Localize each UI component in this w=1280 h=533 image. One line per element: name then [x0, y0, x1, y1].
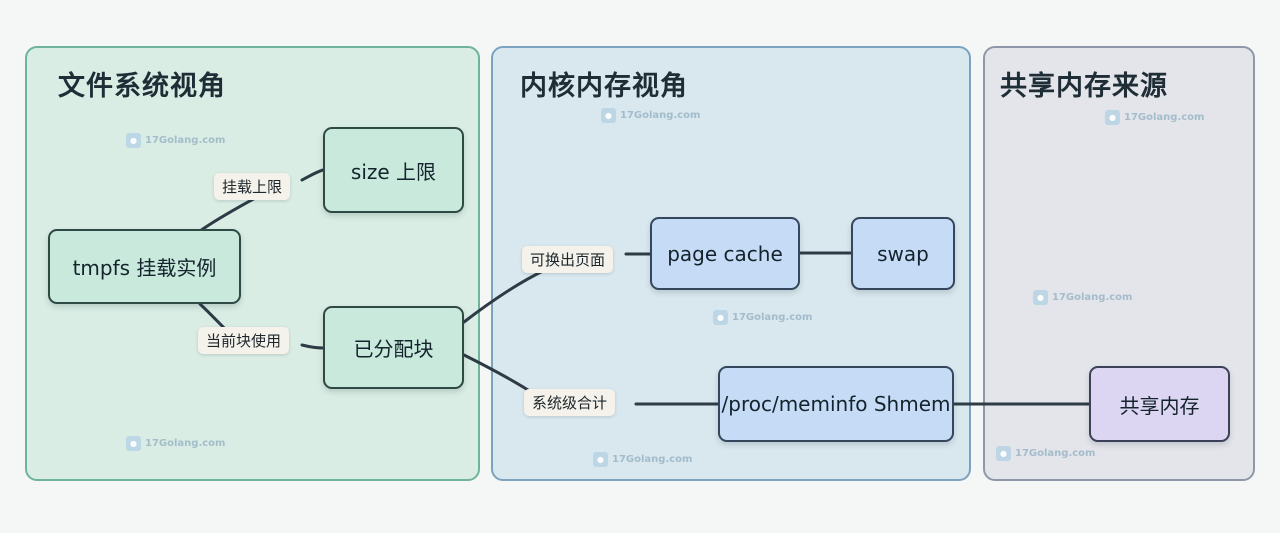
- edge-label-system-total: 系统级合计: [524, 389, 616, 416]
- gopher-logo-icon: ●: [1105, 110, 1120, 125]
- watermark: ● 17Golang.com: [713, 310, 812, 325]
- gopher-logo-icon: ●: [593, 452, 608, 467]
- watermark: ● 17Golang.com: [126, 133, 225, 148]
- gopher-logo-icon: ●: [996, 446, 1011, 461]
- shared-memory-panel-title: 共享内存来源: [1000, 71, 1168, 102]
- gopher-logo-icon: ●: [713, 310, 728, 325]
- allocated-blocks-node: 已分配块: [323, 306, 464, 389]
- watermark-text: 17Golang.com: [1015, 448, 1096, 459]
- edge-allocated-to-proc-shmem: [462, 353, 720, 406]
- proc-meminfo-shmem-node: /proc/meminfo Shmem: [718, 366, 954, 442]
- watermark-text: 17Golang.com: [1124, 112, 1205, 123]
- watermark-text: 17Golang.com: [1052, 292, 1133, 303]
- tmpfs-mount-node: tmpfs 挂载实例: [48, 229, 241, 304]
- watermark: ● 17Golang.com: [126, 436, 225, 451]
- watermark: ● 17Golang.com: [1105, 110, 1204, 125]
- edge-label-current-usage: 当前块使用: [198, 327, 290, 354]
- swap-node: swap: [851, 217, 955, 290]
- watermark-text: 17Golang.com: [732, 312, 813, 323]
- page-cache-node: page cache: [650, 217, 800, 290]
- watermark-text: 17Golang.com: [620, 110, 701, 121]
- size-limit-node: size 上限: [323, 127, 464, 213]
- edge-label-mount-limit: 挂载上限: [214, 173, 291, 200]
- gopher-logo-icon: ●: [601, 108, 616, 123]
- watermark-text: 17Golang.com: [145, 438, 226, 449]
- kernel-memory-panel-title: 内核内存视角: [520, 71, 688, 102]
- gopher-logo-icon: ●: [126, 436, 141, 451]
- watermark-text: 17Golang.com: [145, 135, 226, 146]
- edge-allocated-to-page-cache: [462, 252, 652, 324]
- watermark: ● 17Golang.com: [996, 446, 1095, 461]
- shared-memory-node: 共享内存: [1089, 366, 1230, 442]
- watermark: ● 17Golang.com: [1033, 290, 1132, 305]
- watermark: ● 17Golang.com: [601, 108, 700, 123]
- edge-label-swappable-pages: 可换出页面: [522, 246, 614, 273]
- gopher-logo-icon: ●: [1033, 290, 1048, 305]
- watermark-text: 17Golang.com: [612, 454, 693, 465]
- gopher-logo-icon: ●: [126, 133, 141, 148]
- watermark: ● 17Golang.com: [593, 452, 692, 467]
- filesystem-panel-title: 文件系统视角: [58, 71, 226, 102]
